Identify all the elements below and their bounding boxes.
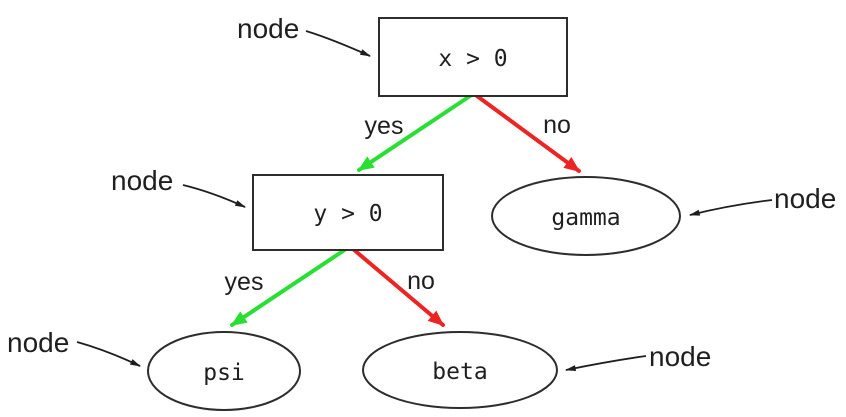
edge-root-no-line xyxy=(475,94,581,173)
node-gamma: gamma xyxy=(491,176,681,256)
annotation-gamma: node xyxy=(688,183,836,216)
node-root-shape xyxy=(378,17,568,97)
node-beta-shape xyxy=(362,331,558,409)
annotation-root-label: node xyxy=(237,13,299,44)
edge-ytest-no-line xyxy=(351,247,445,327)
node-gamma-label: gamma xyxy=(551,205,620,231)
edge-root-no-label: no xyxy=(543,111,571,139)
annotation-ytest: node xyxy=(111,165,246,208)
edge-root-yes-line xyxy=(357,94,472,172)
node-root: x > 0 xyxy=(378,17,568,97)
node-psi-label: psi xyxy=(203,360,245,386)
node-psi: psi xyxy=(147,331,301,411)
annotation-beta: node xyxy=(564,341,711,372)
edge-ytest-yes-line xyxy=(230,247,348,327)
edge-root-yes: yes xyxy=(357,94,472,172)
annotation-beta-arrow xyxy=(564,355,647,372)
edge-ytest-no-label: no xyxy=(407,267,435,295)
node-psi-shape xyxy=(147,331,301,411)
annotation-psi-label: node xyxy=(7,327,69,358)
node-gamma-shape xyxy=(491,176,681,256)
annotation-gamma-arrow xyxy=(688,199,773,216)
annotation-root: node xyxy=(237,13,371,57)
edge-ytest-no: no xyxy=(351,247,445,327)
annotation-ytest-label: node xyxy=(111,165,173,196)
annotation-root-arrow xyxy=(305,30,371,57)
node-beta: beta xyxy=(362,331,558,409)
edge-root-yes-label: yes xyxy=(365,112,404,140)
annotation-beta-label: node xyxy=(649,341,711,372)
node-root-label: x > 0 xyxy=(438,46,507,72)
annotation-psi-arrow xyxy=(76,341,141,367)
node-ytest-label: y > 0 xyxy=(313,201,382,227)
edge-ytest-yes-label: yes xyxy=(225,268,264,296)
annotation-psi: node xyxy=(7,327,141,367)
node-ytest-shape xyxy=(252,174,444,251)
edge-ytest-yes: yes xyxy=(225,247,348,327)
node-beta-label: beta xyxy=(432,359,487,385)
edge-root-no: no xyxy=(475,94,581,173)
annotation-ytest-arrow xyxy=(182,184,246,208)
annotation-gamma-label: node xyxy=(774,183,836,214)
node-ytest: y > 0 xyxy=(252,174,444,251)
